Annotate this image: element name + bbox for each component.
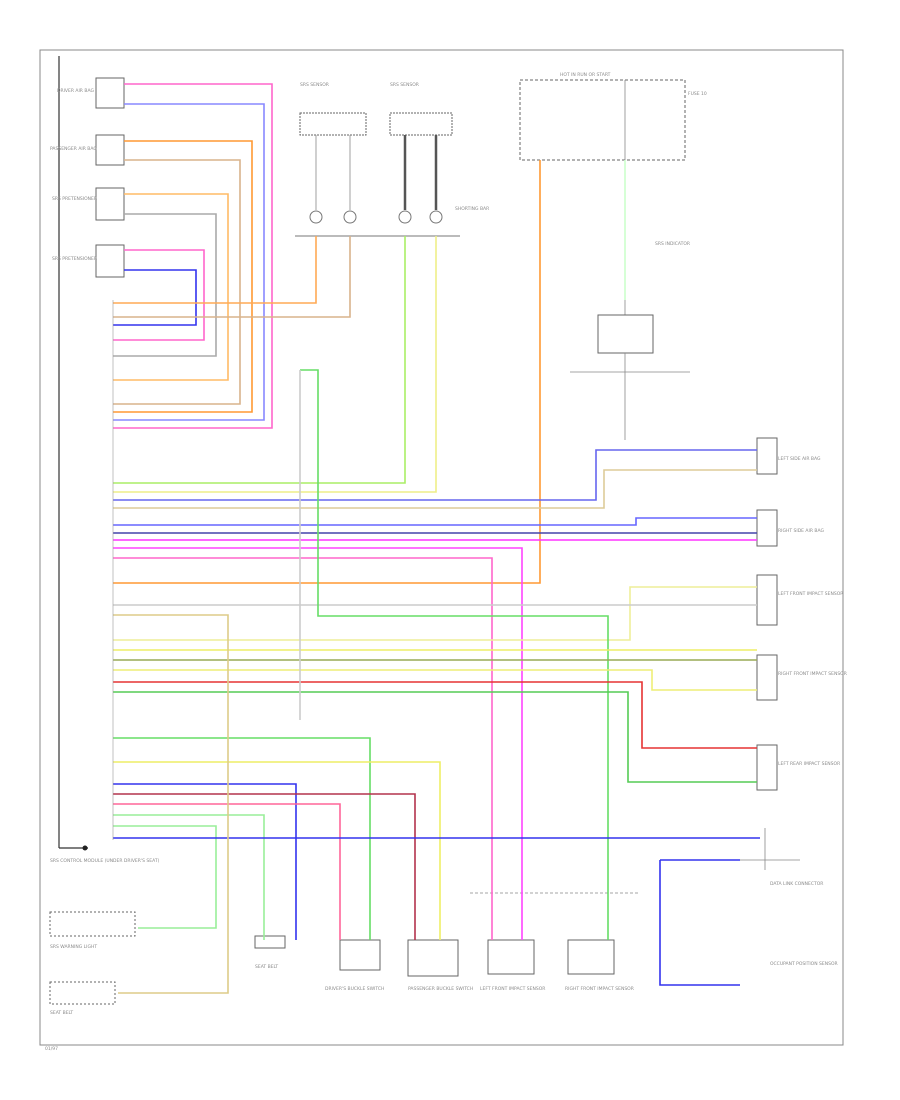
wire-red-1 (113, 681, 757, 749)
wire-tan-2 (113, 236, 351, 318)
sensor-b2-component: SRS SENSOR (389, 82, 453, 224)
wire-green-1 (113, 236, 406, 484)
warning-lamp-label: SRS WARNING LIGHT (50, 944, 97, 950)
module-name: SRS CONTROL MODULE (UNDER DRIVER'S SEAT) (50, 858, 160, 864)
wire-orange-fuse (113, 160, 541, 584)
bottom-switch-a-component: LEFT FRONT IMPACT SENSOR (480, 939, 545, 992)
wire-green-2 (300, 369, 609, 940)
svg-text:PASSENGER AIR BAG: PASSENGER AIR BAG (50, 146, 97, 152)
svg-text:SRS SENSOR: SRS SENSOR (390, 82, 419, 88)
svg-text:SRS INDICATOR: SRS INDICATOR (655, 241, 690, 247)
diagram-border (39, 49, 844, 1046)
wire-green-4 (113, 737, 371, 940)
footer-code: 01/97 (45, 1046, 58, 1052)
wire-orange-2 (113, 193, 229, 381)
svg-text:PASSENGER BUCKLE SWITCH: PASSENGER BUCKLE SWITCH (408, 986, 473, 992)
ground-dot (82, 845, 88, 851)
svg-text:LEFT FRONT IMPACT SENSOR: LEFT FRONT IMPACT SENSOR (778, 591, 843, 597)
sensor-b1-component: SRS SENSOR (299, 82, 367, 224)
wire-tan-1 (113, 159, 241, 405)
pretensioner-left-component: SRS PRETENSIONER (52, 187, 125, 221)
bottom-seat-belt-component: SEAT BELT (254, 935, 286, 970)
svg-text:RIGHT SIDE AIR BAG: RIGHT SIDE AIR BAG (778, 528, 824, 534)
svg-text:LEFT REAR IMPACT SENSOR: LEFT REAR IMPACT SENSOR (778, 761, 840, 767)
right-side-airbag-component: RIGHT SIDE AIR BAG (756, 509, 824, 547)
wire-green-5 (113, 814, 265, 940)
left-rear-sensor-component: LEFT REAR IMPACT SENSOR (756, 744, 840, 791)
fuse-box-component: HOT IN RUN OR START FUSE 10 (519, 72, 707, 161)
svg-text:DRIVER AIR BAG: DRIVER AIR BAG (57, 88, 94, 94)
wire-orange-3 (113, 236, 317, 304)
shorting-bar-label: SHORTING BAR (455, 206, 489, 212)
wire-pink-1 (113, 83, 273, 429)
svg-text:RIGHT FRONT IMPACT SENSOR: RIGHT FRONT IMPACT SENSOR (565, 986, 634, 992)
svg-text:OCCUPANT POSITION SENSOR: OCCUPANT POSITION SENSOR (770, 961, 838, 967)
wire-tan-3 (113, 469, 757, 509)
wire-lightgreen-6 (113, 825, 217, 929)
wire-green-3 (113, 691, 757, 783)
warning-lamp-box (49, 911, 136, 937)
wire-pink-2 (113, 249, 205, 341)
svg-text:SEAT BELT: SEAT BELT (255, 964, 278, 970)
svg-text:DRIVER'S BUCKLE SWITCH: DRIVER'S BUCKLE SWITCH (325, 986, 384, 992)
seat-belt-label: SEAT BELT (50, 1010, 73, 1016)
left-front-sensor-component: LEFT FRONT IMPACT SENSOR (756, 574, 843, 626)
occupant-lamp-component: PASSENGER BUCKLE SWITCH (407, 939, 473, 992)
svg-text:LEFT SIDE AIR BAG: LEFT SIDE AIR BAG (778, 456, 821, 462)
svg-text:HOT IN RUN OR START: HOT IN RUN OR START (560, 72, 611, 78)
wire-orange-1 (113, 140, 253, 413)
wire-tan-4 (113, 614, 229, 994)
svg-text:SRS PRETENSIONER: SRS PRETENSIONER (52, 196, 97, 202)
wire-blue-3 (113, 449, 757, 501)
seat-belt-box (49, 981, 116, 1005)
data-link-component: DATA LINK CONNECTOR OCCUPANT POSITION SE… (740, 828, 838, 967)
svg-text:LEFT FRONT IMPACT SENSOR: LEFT FRONT IMPACT SENSOR (480, 986, 545, 992)
svg-text:FUSE 10: FUSE 10 (688, 91, 707, 97)
wire-yellow-2 (113, 586, 757, 641)
svg-text:RIGHT FRONT IMPACT SENSOR: RIGHT FRONT IMPACT SENSOR (778, 671, 847, 677)
bottom-switch-b-component: RIGHT FRONT IMPACT SENSOR (565, 939, 634, 992)
left-side-airbag-component: LEFT SIDE AIR BAG (756, 437, 821, 475)
wire-pink-4 (113, 803, 341, 940)
wire-magenta-2 (113, 547, 523, 940)
wire-yellow-4 (113, 669, 757, 691)
wire-blue-datalink (659, 860, 740, 986)
wire-yellow-1 (113, 236, 437, 493)
wire-blue-4 (113, 517, 757, 526)
wire-yellow-5 (113, 761, 441, 940)
svg-text:DATA LINK CONNECTOR: DATA LINK CONNECTOR (770, 881, 823, 887)
wire-blue-6 (113, 783, 297, 940)
wire-red-2 (113, 793, 416, 940)
passenger-airbag-component: PASSENGER AIR BAG (50, 134, 125, 166)
driver-buckle-component: DRIVER'S BUCKLE SWITCH (325, 939, 384, 992)
wire-pink-3 (113, 557, 493, 940)
srs-indicator-component: SRS INDICATOR (570, 160, 690, 440)
svg-text:SRS SENSOR: SRS SENSOR (300, 82, 329, 88)
svg-text:SRS PRETENSIONER: SRS PRETENSIONER (52, 256, 97, 262)
wire-grey-1 (113, 213, 217, 357)
driver-airbag-component: DRIVER AIR BAG (57, 77, 125, 109)
wire-blue-2 (113, 269, 197, 326)
wire-blue-1 (113, 103, 265, 421)
right-front-sensor-component: RIGHT FRONT IMPACT SENSOR (756, 654, 847, 701)
pretensioner-right-component: SRS PRETENSIONER (52, 244, 125, 278)
